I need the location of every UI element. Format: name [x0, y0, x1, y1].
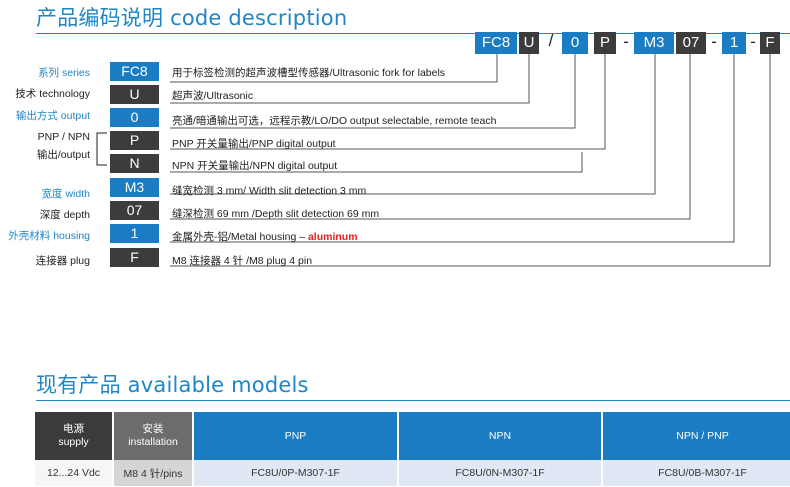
cell-model-pnp: FC8U/0P-M307-1F [193, 460, 399, 486]
code-dash-3: - [750, 32, 756, 51]
label-plug: 连接器 plug [35, 255, 90, 267]
code-fc8: FC8 [475, 32, 517, 54]
desc-depth: 缝深检测 69 mm /Depth slit detection 69 mm [172, 208, 380, 220]
cell-model-npn-pnp: FC8U/0B-M307-1F [602, 460, 790, 486]
header-pnp: PNP [193, 412, 399, 460]
desc-technology: 超声波/Ultrasonic [172, 90, 254, 102]
section-title-code-description: 产品编码说明 code description [36, 6, 348, 30]
code-zero: 0 [562, 32, 588, 54]
desc-pnp: PNP 开关量输出/PNP digital output [172, 138, 336, 150]
code-dash-2: - [711, 32, 717, 51]
header-npn-pnp: NPN / PNP [602, 412, 790, 460]
code-p: P [594, 32, 616, 54]
cell-model-npn: FC8U/0N-M307-1F [398, 460, 603, 486]
code-m3: M3 [634, 32, 674, 54]
pnp-npn-bracket [96, 132, 107, 166]
table-header-row: 电源 supply 安装 installation PNP NPN NPN / … [35, 412, 790, 460]
badge-npn: N [110, 154, 159, 173]
code-one: 1 [722, 32, 746, 54]
badge-housing: 1 [110, 224, 159, 243]
cell-supply: 12...24 Vdc [35, 460, 114, 486]
desc-plug: M8 连接器 4 针 /M8 plug 4 pin [172, 255, 313, 267]
badge-width: M3 [110, 178, 159, 197]
desc-housing-text: 金属外壳-铝/Metal housing – [172, 231, 308, 243]
header-installation-cn: 安装 [142, 423, 164, 435]
desc-housing: 金属外壳-铝/Metal housing – aluminum [172, 229, 358, 244]
title-divider-2 [36, 400, 790, 401]
code-dash-1: - [623, 32, 629, 51]
label-pnp-npn: PNP / NPN [37, 131, 90, 143]
label-output-2: 输出/output [36, 149, 90, 161]
label-depth: 深度 depth [39, 209, 90, 221]
desc-series: 用于标签检测的超声波槽型传感器/Ultrasonic fork for labe… [172, 67, 446, 79]
desc-width: 缝宽检测 3 mm/ Width slit detection 3 mm [172, 185, 367, 197]
code-slash: / [548, 31, 554, 50]
header-supply-cn: 电源 [63, 423, 84, 435]
header-supply: 电源 supply [35, 412, 114, 460]
header-npn: NPN [398, 412, 603, 460]
desc-npn: NPN 开关量输出/NPN digital output [172, 160, 338, 172]
title-divider [36, 33, 790, 34]
badge-plug: F [110, 248, 159, 267]
label-width: 宽度 width [41, 188, 90, 200]
code-f: F [760, 32, 780, 54]
models-table: 电源 supply 安装 installation PNP NPN NPN / … [35, 412, 790, 486]
header-installation: 安装 installation [113, 412, 194, 460]
desc-housing-highlight: aluminum [307, 231, 358, 243]
badge-pnp: P [110, 131, 159, 150]
desc-output: 亮通/暗通输出可选，远程示教/LO/DO output selectable, … [172, 115, 497, 127]
label-technology: 技术 technology [15, 88, 90, 100]
badge-depth: 07 [110, 201, 159, 220]
cell-installation: M8 4 针/pins [113, 460, 194, 486]
code-07: 07 [676, 32, 706, 54]
badge-series: FC8 [110, 62, 159, 81]
section-title-available-models: 现有产品 available models [36, 373, 309, 397]
table-row: 12...24 Vdc M8 4 针/pins FC8U/0P-M307-1F … [35, 460, 790, 486]
label-housing: 外壳材料 housing [8, 230, 90, 242]
badge-output: 0 [110, 108, 159, 127]
code-u: U [519, 32, 539, 54]
label-series: 系列 series [38, 67, 90, 79]
header-supply-en: supply [58, 436, 89, 448]
label-output: 输出方式 output [15, 110, 90, 122]
header-installation-en: installation [128, 436, 178, 448]
badge-technology: U [110, 85, 159, 104]
